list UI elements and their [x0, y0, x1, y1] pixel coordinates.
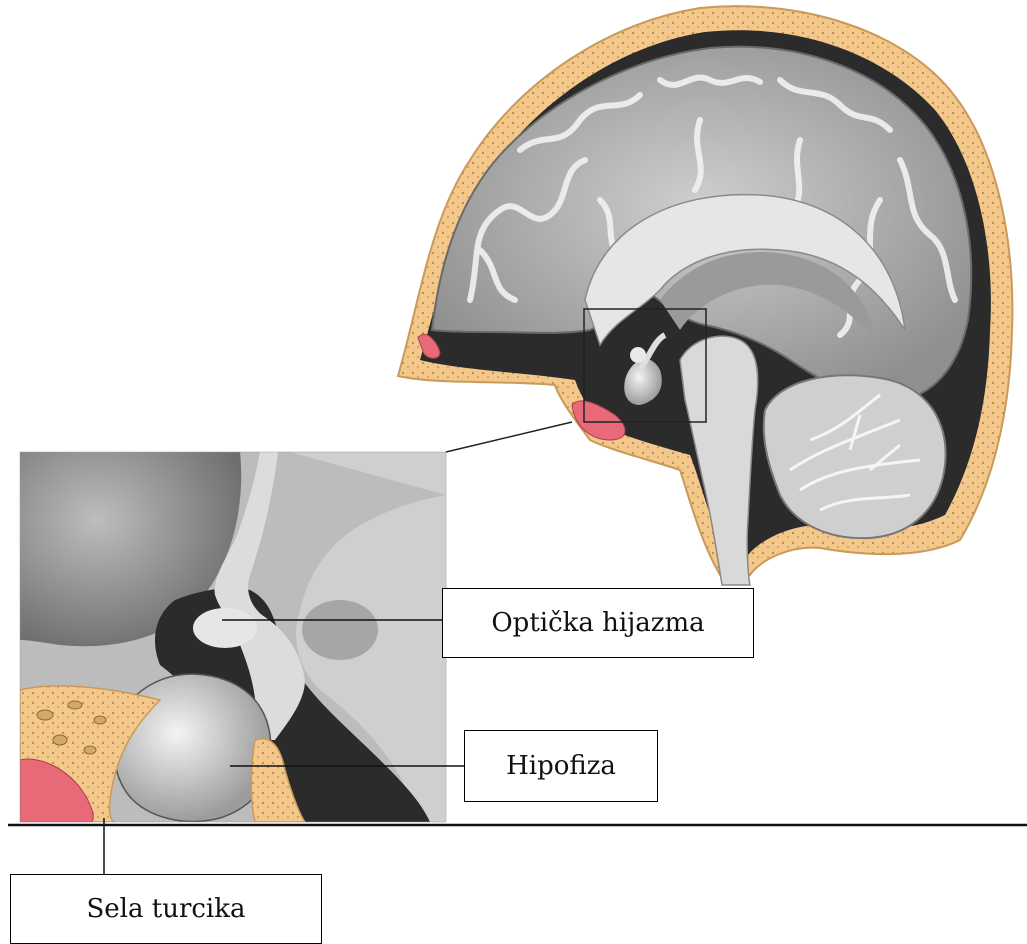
label-sella-turcica: Sela turcika: [10, 874, 322, 944]
label-optic-chiasm: Optička hijazma: [442, 588, 754, 658]
zoom-connector: [446, 422, 572, 452]
label-hypophysis: Hipofiza: [464, 730, 658, 802]
